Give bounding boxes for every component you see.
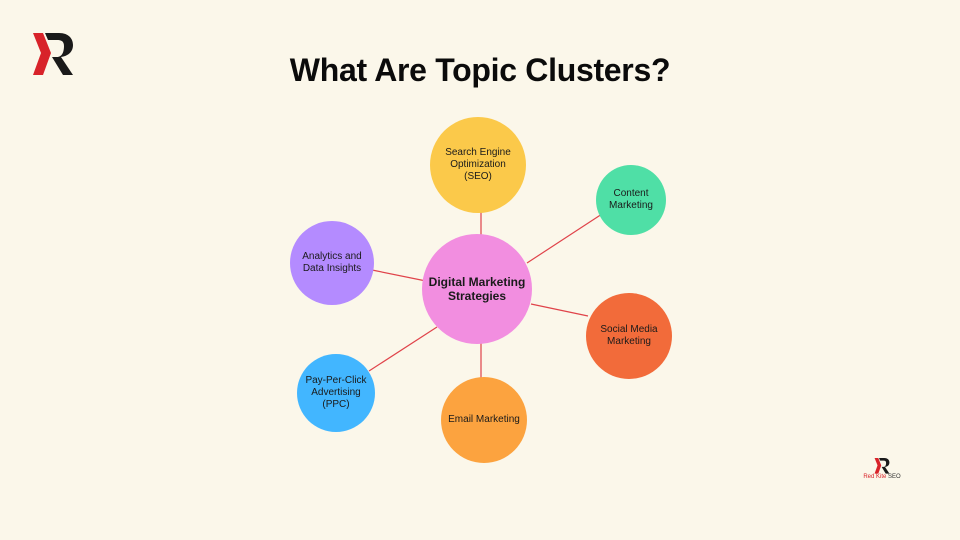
cluster-node-ppc: Pay-Per-Click Advertising (PPC) bbox=[297, 354, 375, 432]
brand-logo-icon bbox=[33, 33, 73, 75]
central-topic-node: Digital Marketing Strategies bbox=[422, 234, 532, 344]
cluster-node-social-media-marketing: Social Media Marketing bbox=[586, 293, 672, 379]
connector-analytics bbox=[371, 269, 427, 282]
cluster-label-email-marketing: Email Marketing bbox=[448, 414, 520, 425]
cluster-label-content-marketing: Content Marketing bbox=[609, 188, 653, 211]
brand-mark-icon bbox=[874, 458, 890, 474]
page-title: What Are Topic Clusters? bbox=[289, 52, 671, 88]
brand-name-part1: Red Kite bbox=[863, 474, 887, 480]
cluster-label-social-media-marketing: Social Media Marketing bbox=[600, 324, 658, 347]
cluster-label-ppc: Pay-Per-Click Advertising (PPC) bbox=[305, 375, 367, 410]
cluster-node-seo: Search Engine Optimization (SEO) bbox=[430, 117, 526, 213]
cluster-node-email-marketing: Email Marketing bbox=[441, 377, 527, 463]
cluster-label-seo: Search Engine Optimization (SEO) bbox=[445, 147, 511, 182]
cluster-node-analytics: Analytics and Data Insights bbox=[290, 221, 374, 305]
connector-social bbox=[530, 303, 589, 317]
brand-name-part2: SEO bbox=[888, 474, 901, 480]
cluster-label-analytics: Analytics and Data Insights bbox=[302, 251, 362, 274]
connector-content bbox=[526, 213, 603, 264]
connector-ppc bbox=[368, 326, 438, 372]
cluster-node-content-marketing: Content Marketing bbox=[596, 165, 666, 235]
brand-name: Red Kite SEO bbox=[857, 474, 907, 480]
central-topic-label: Digital Marketing Strategies bbox=[428, 275, 526, 303]
